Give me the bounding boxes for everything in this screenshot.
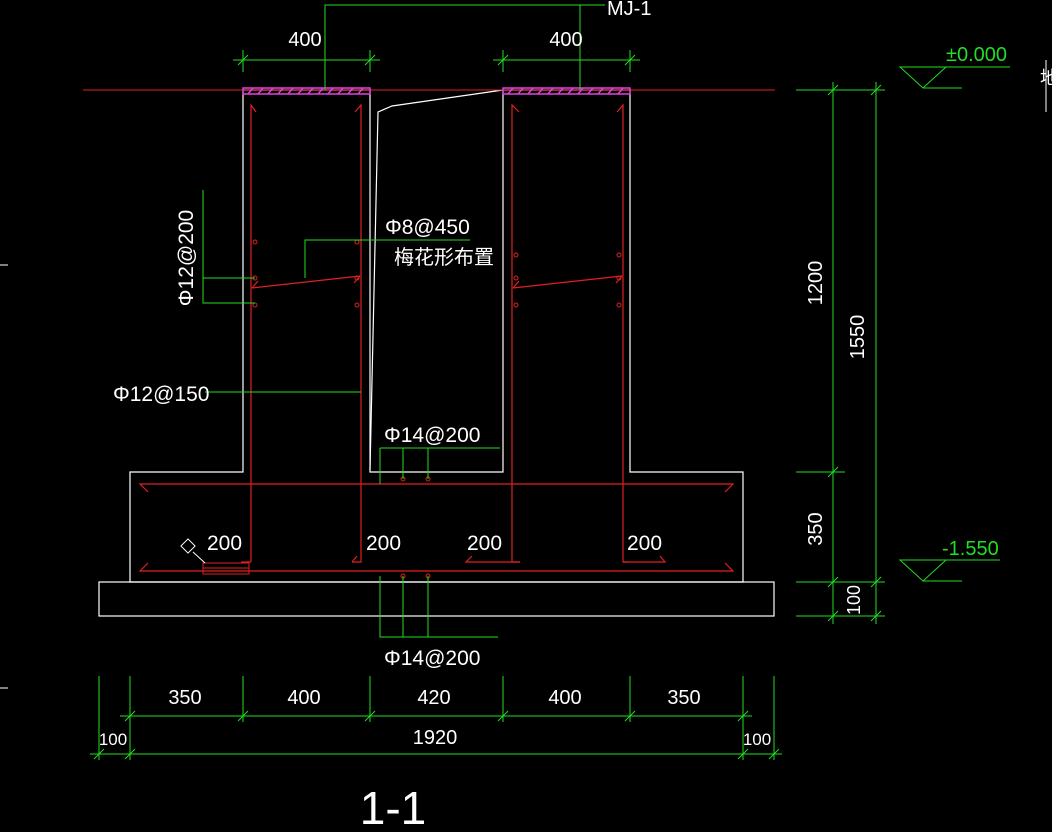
top-dim-right: 400 (549, 29, 582, 51)
right-dim-cushion: 100 (844, 585, 864, 615)
embedded-plate-right (502, 87, 631, 95)
bottom-dim-seg-1: 350 (168, 687, 201, 709)
top-tag-label: MJ-1 (607, 0, 651, 20)
right-dimensions (796, 82, 885, 624)
wall-vertical-bar-label: Φ12@150 (113, 383, 209, 406)
wall-bar-right-outer (616, 103, 628, 563)
bottom-dim-seg-5: 350 (667, 687, 700, 709)
elevation-bottom-label: -1.550 (942, 538, 999, 560)
base-top-bar (138, 483, 735, 493)
concrete-outline (98, 89, 775, 617)
base-top-bar-label: Φ14@200 (384, 424, 480, 447)
rebar (138, 103, 735, 572)
wall-bar-left-inner (352, 103, 362, 563)
base-bottom-bar (138, 562, 735, 572)
elevation-markers (898, 66, 1010, 582)
elevation-top-label: ±0.000 (946, 44, 1007, 66)
edge-char: 地 (1040, 68, 1052, 88)
cushion-layer (98, 581, 775, 617)
right-dim-wall-height: 1200 (805, 261, 827, 306)
hook-label-3: 200 (467, 532, 502, 555)
break-line (369, 89, 504, 471)
footing-outline (129, 89, 744, 583)
anchor-detail (202, 562, 250, 575)
anchor-diamond (180, 538, 196, 554)
wall-horizontal-bar-label: Φ12@200 (175, 210, 198, 306)
tie-bar-left (251, 275, 361, 289)
stirrup-layout-label: 梅花形布置 (394, 246, 494, 269)
embedded-plates (242, 87, 631, 95)
bottom-dim-cushion-right: 100 (743, 730, 771, 749)
stirrup-spec-label: Φ8@450 (385, 216, 470, 239)
base-bottom-bar-label: Φ14@200 (384, 647, 480, 670)
elevation-marker-bottom (898, 559, 1000, 582)
bottom-dim-seg-2: 400 (287, 687, 320, 709)
section-title: 1-1 (360, 782, 426, 832)
bottom-dimensions (90, 676, 782, 760)
wall-bar-left-outer (250, 103, 257, 562)
bottom-dim-seg-3: 420 (417, 687, 450, 709)
bottom-dim-cushion-left: 100 (99, 730, 127, 749)
top-dim-left: 400 (288, 29, 321, 51)
hook-label-2: 200 (366, 532, 401, 555)
rebar-dots (252, 239, 622, 579)
top-dimensions (233, 50, 640, 72)
embedded-plate-left (242, 87, 371, 95)
right-dim-base-thickness: 350 (805, 512, 827, 545)
hook-label-4: 200 (627, 532, 662, 555)
right-dim-total-height: 1550 (847, 315, 869, 360)
wall-bar-right-inner (511, 103, 520, 563)
bottom-dim-total: 1920 (413, 727, 458, 749)
leader-lines (202, 4, 605, 638)
hook-label-1: 200 (207, 532, 242, 555)
bottom-dim-seg-4: 400 (548, 687, 581, 709)
tie-bar-right (512, 275, 623, 289)
elevation-marker-top (898, 66, 1010, 89)
